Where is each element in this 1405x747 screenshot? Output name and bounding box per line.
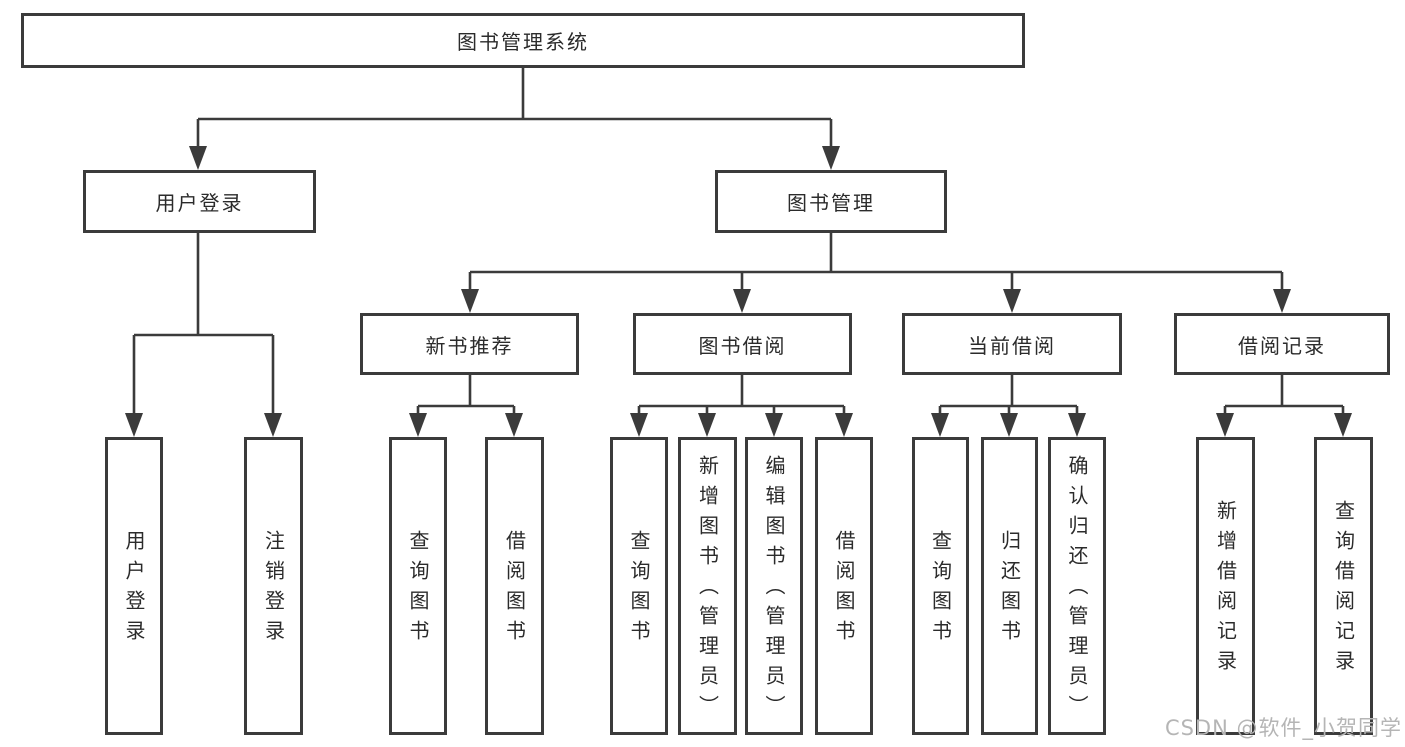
leaf-recommend-query-books: 查询图书 xyxy=(389,437,447,735)
leaf-records-add-record: 新增借阅记录 xyxy=(1196,437,1255,735)
leaf-borrowing-edit-books-admin: 编辑图书（管理员） xyxy=(745,437,803,735)
leaf-logout: 注销登录 xyxy=(244,437,303,735)
leaf-borrowing-query-books: 查询图书 xyxy=(610,437,668,735)
leaf-current-query-books: 查询图书 xyxy=(912,437,969,735)
node-book-borrowing: 图书借阅 xyxy=(633,313,852,375)
node-borrowing-records: 借阅记录 xyxy=(1174,313,1390,375)
leaf-borrowing-borrow-books: 借阅图书 xyxy=(815,437,873,735)
connector-paths xyxy=(132,68,1345,418)
leaf-current-confirm-return-admin: 确认归还（管理员） xyxy=(1048,437,1106,735)
arrowheads xyxy=(125,146,1352,437)
node-current-borrowing: 当前借阅 xyxy=(902,313,1122,375)
leaf-recommend-borrow-books: 借阅图书 xyxy=(485,437,544,735)
leaf-records-query-record: 查询借阅记录 xyxy=(1314,437,1373,735)
node-user-login: 用户登录 xyxy=(83,170,316,233)
node-book-management: 图书管理 xyxy=(715,170,947,233)
csdn-watermark: CSDN @软件_小贺同学 xyxy=(1164,716,1402,740)
leaf-borrowing-add-books-admin: 新增图书（管理员） xyxy=(678,437,737,735)
leaf-current-return-books: 归还图书 xyxy=(981,437,1038,735)
node-root-system: 图书管理系统 xyxy=(21,13,1025,68)
node-new-book-recommend: 新书推荐 xyxy=(360,313,579,375)
leaf-user-login: 用户登录 xyxy=(105,437,163,735)
